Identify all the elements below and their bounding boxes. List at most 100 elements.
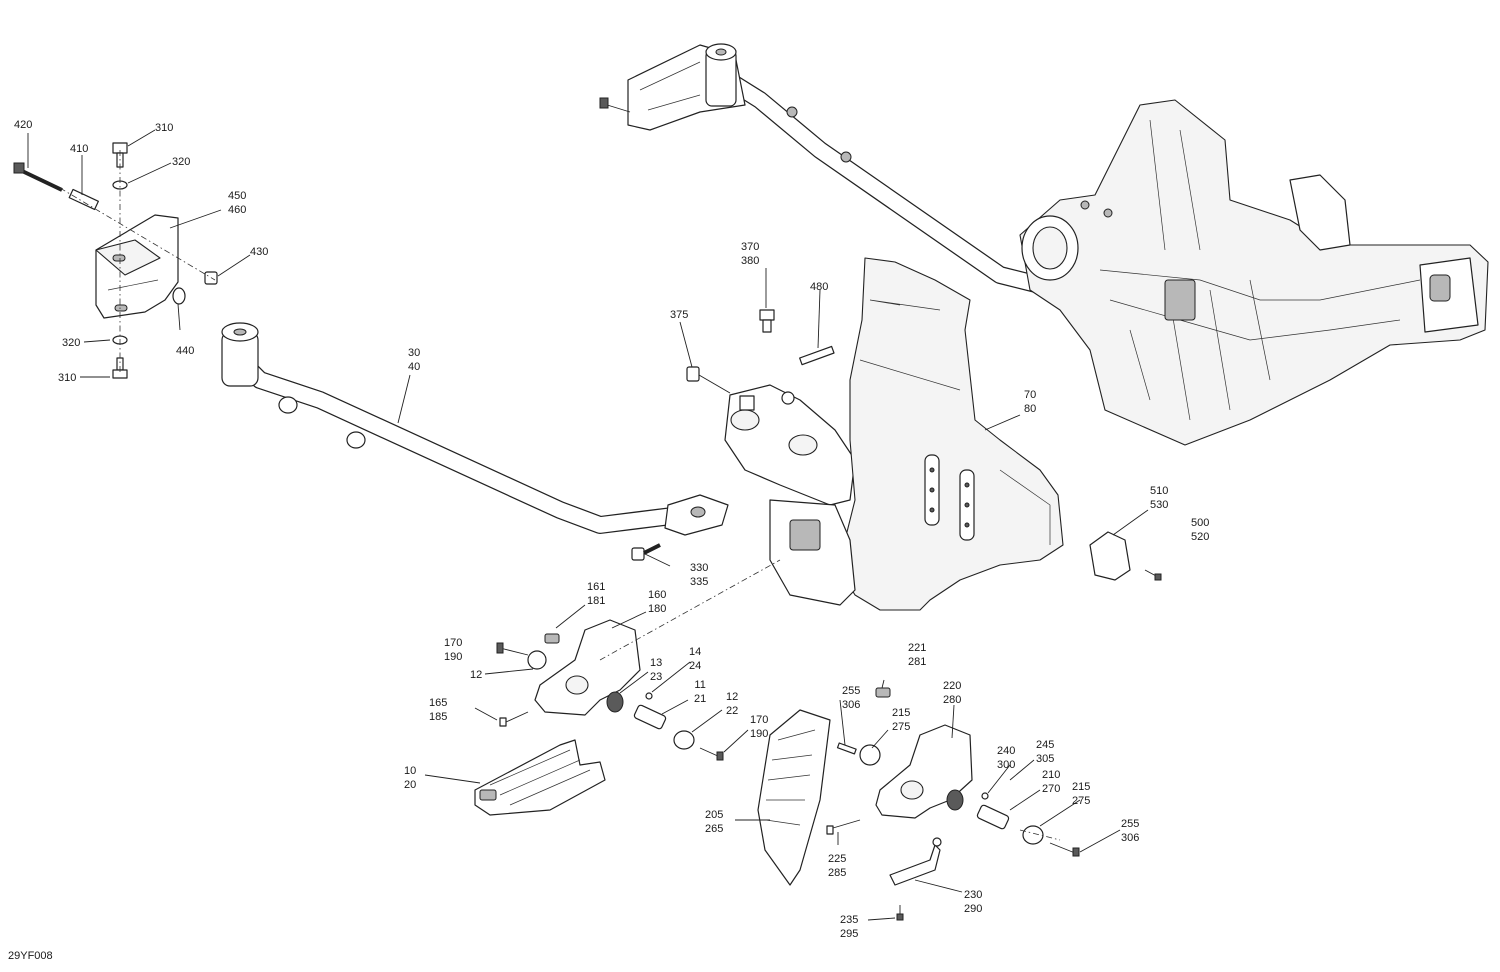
callout-line: 255 xyxy=(842,685,861,697)
callout-line: 375 xyxy=(670,309,689,321)
callout-line: 265 xyxy=(705,823,724,835)
left-footpeg xyxy=(474,739,606,816)
callout-line: 370 xyxy=(741,241,760,253)
callout-line: 310 xyxy=(58,372,77,384)
callout-line: 245 xyxy=(1036,739,1055,751)
callout-line: 215 xyxy=(892,707,911,719)
left-footrest-mount xyxy=(496,559,781,761)
callout-line: 270 xyxy=(1042,783,1061,795)
callout-line: 480 xyxy=(810,281,829,293)
callout-line: 14 xyxy=(689,646,702,658)
callout-line: 275 xyxy=(1072,795,1091,807)
callout-line: 170 xyxy=(750,714,769,726)
callout-line: 185 xyxy=(429,711,448,723)
callout-line: 520 xyxy=(1191,531,1210,543)
callout-line: 220 xyxy=(943,680,962,692)
callout-440: 440 xyxy=(176,344,194,358)
center-mount-bracket xyxy=(686,309,856,506)
callout-line: 161 xyxy=(587,581,606,593)
callout-line: 165 xyxy=(429,697,448,709)
callout-line: 306 xyxy=(1121,832,1140,844)
callout-line: 235 xyxy=(840,914,859,926)
callout-line: 70 xyxy=(1024,389,1037,401)
callout-410: 410 xyxy=(70,142,88,156)
callout-line: 530 xyxy=(1150,499,1169,511)
callout-line: 190 xyxy=(750,728,769,740)
callout-line: 40 xyxy=(408,361,421,373)
callout-480: 480 xyxy=(810,280,828,294)
callout-line: 500 xyxy=(1191,517,1210,529)
callout-line: 290 xyxy=(964,903,983,915)
main-body-panel xyxy=(769,257,1064,611)
callout-line: 21 xyxy=(694,693,707,705)
rear-frame xyxy=(1019,99,1489,446)
callout-line: 11 xyxy=(694,679,706,691)
callout-line: 24 xyxy=(689,660,702,672)
callout-320-bottom: 320 xyxy=(62,336,80,350)
callout-375: 375 xyxy=(670,308,688,322)
figure-id: 29YF008 xyxy=(8,950,53,962)
callout-310-bottom: 310 xyxy=(58,371,76,385)
callout-line: 275 xyxy=(892,721,911,733)
callout-line: 305 xyxy=(1036,753,1055,765)
lower-suspension-arm xyxy=(221,322,729,536)
callout-line: 320 xyxy=(172,156,191,168)
callout-12-left: 12 xyxy=(470,668,482,682)
callout-line: 230 xyxy=(964,889,983,901)
callout-line: 210 xyxy=(1042,769,1061,781)
callout-line: 80 xyxy=(1024,403,1037,415)
callout-line: 170 xyxy=(444,637,463,649)
callout-line: 205 xyxy=(705,809,724,821)
callout-line: 23 xyxy=(650,671,663,683)
mounting-bracket xyxy=(13,142,218,379)
callout-line: 240 xyxy=(997,745,1016,757)
callout-430: 430 xyxy=(250,245,268,259)
callout-line: 510 xyxy=(1150,485,1169,497)
callout-420: 420 xyxy=(14,118,32,132)
callout-line: 22 xyxy=(726,705,739,717)
callout-line: 181 xyxy=(587,595,606,607)
callout-line: 300 xyxy=(997,759,1016,771)
callout-line: 280 xyxy=(943,694,962,706)
callout-line: 440 xyxy=(176,345,195,357)
callout-line: 12 xyxy=(470,669,483,681)
callout-line: 180 xyxy=(648,603,667,615)
callout-line: 450 xyxy=(228,190,247,202)
callout-line: 190 xyxy=(444,651,463,663)
callout-line: 281 xyxy=(908,656,927,668)
callout-line: 10 xyxy=(404,765,417,777)
callout-line: 380 xyxy=(741,255,760,267)
small-bracket xyxy=(889,837,942,921)
callout-line: 310 xyxy=(155,122,174,134)
callout-line: 160 xyxy=(648,589,667,601)
callout-line: 255 xyxy=(1121,818,1140,830)
callout-line: 430 xyxy=(250,246,269,258)
callout-line: 320 xyxy=(62,337,81,349)
callout-line: 295 xyxy=(840,928,859,940)
callout-line: 420 xyxy=(14,119,33,131)
callout-leader-lines xyxy=(27,129,1149,921)
callout-line: 306 xyxy=(842,699,861,711)
